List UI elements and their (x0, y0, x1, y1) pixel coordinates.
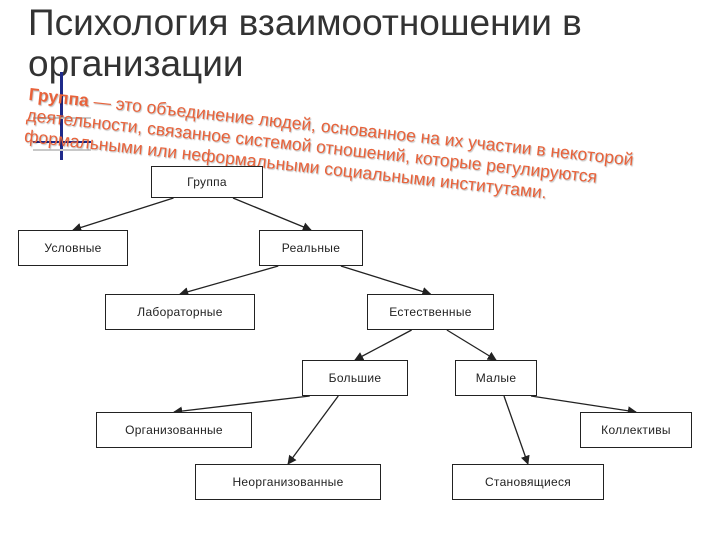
decorative-line (33, 141, 91, 143)
node-natural: Естественные (367, 294, 494, 330)
node-collectives: Коллективы (580, 412, 692, 448)
edge-real-to-laboratory (179, 265, 279, 297)
node-real: Реальные (259, 230, 363, 266)
edge-group-to-real (232, 197, 312, 232)
node-group: Группа (151, 166, 263, 198)
edge-small-to-collectives (530, 395, 637, 416)
node-conditional: Условные (18, 230, 128, 266)
node-emerging: Становящиеся (452, 464, 604, 500)
node-unorganized: Неорганизованные (195, 464, 381, 500)
node-laboratory: Лабораторные (105, 294, 255, 330)
edge-large-to-unorganized (287, 395, 339, 465)
edge-real-to-natural (340, 265, 432, 296)
decorative-line (33, 117, 91, 119)
node-small: Малые (455, 360, 537, 396)
node-large: Большие (302, 360, 408, 396)
decorative-line (33, 149, 91, 151)
edge-small-to-emerging (503, 395, 530, 465)
edge-group-to-conditional (72, 197, 174, 232)
edge-natural-to-small (446, 329, 497, 361)
slide-title: Психология взаимоотношении в организации (28, 2, 582, 84)
edge-natural-to-large (354, 329, 412, 361)
edge-large-to-organized (173, 395, 310, 416)
node-organized: Организованные (96, 412, 252, 448)
decorative-accent-bar (60, 72, 63, 160)
